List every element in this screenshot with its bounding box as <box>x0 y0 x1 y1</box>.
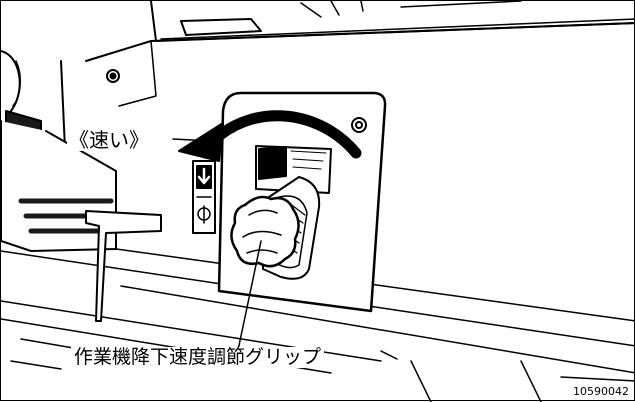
upper-frame <box>150 1 635 42</box>
leader-lines <box>172 138 398 360</box>
side-panel <box>60 22 635 172</box>
rotation-arrow <box>178 110 362 162</box>
figure-number: 10590042 <box>571 385 631 398</box>
fast-direction-label: 《速い》 <box>67 128 151 152</box>
lower-indicator <box>192 160 216 234</box>
joystick <box>1 50 162 322</box>
speed-adjust-grip[interactable] <box>230 195 300 268</box>
speed-decal <box>255 145 332 194</box>
grip-callout-label: 作業機降下速度調節グリップ <box>71 347 325 368</box>
